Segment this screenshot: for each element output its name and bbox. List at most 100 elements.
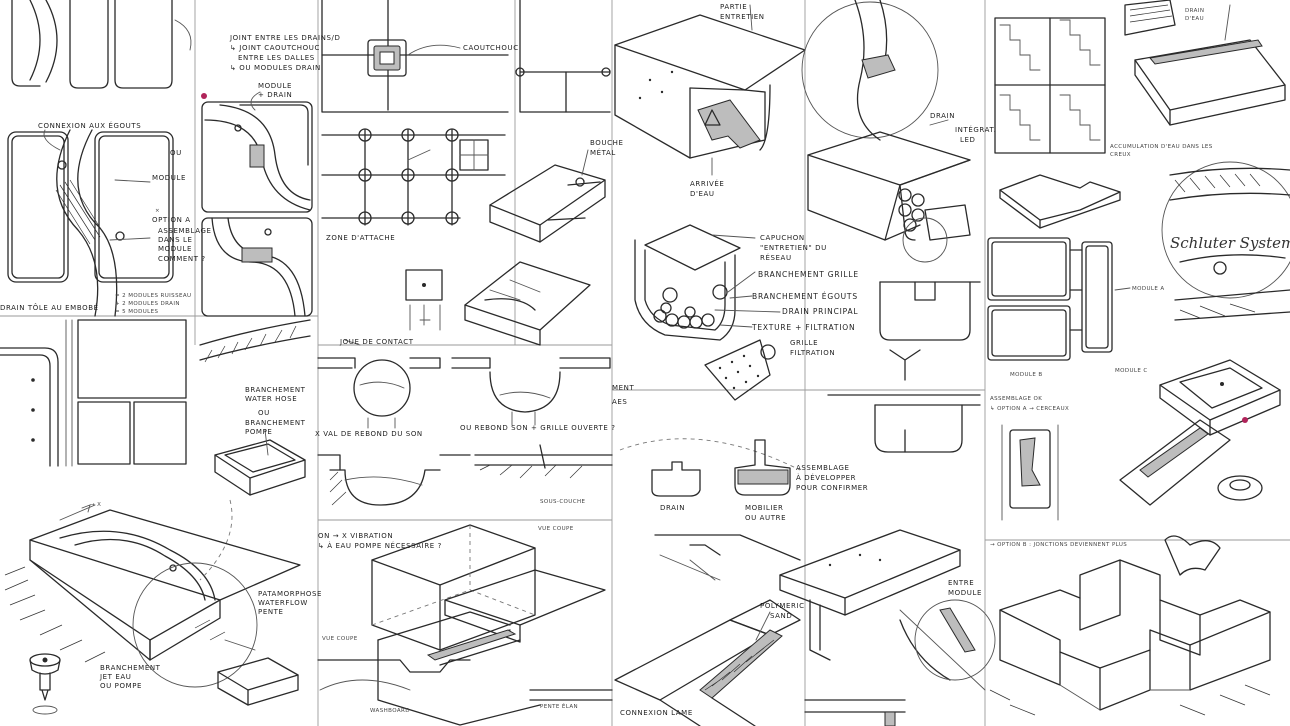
partie-entretien-label-1: PARTIE: [720, 3, 747, 11]
module-c-label: MODULE C: [1115, 368, 1148, 374]
drain-right-label: DRAIN: [930, 112, 955, 120]
modules-total-label: = 5 MODULES: [115, 309, 158, 315]
ou-label: OU: [170, 149, 182, 157]
integrat-led-label-2: LED: [960, 136, 976, 144]
entre-module-label-1: ENTRE: [948, 579, 974, 587]
module-abc-grid: MODULE A MODULE B MODULE C: [987, 237, 1165, 378]
branchement-jet-label-1: BRANCHEMENT: [100, 664, 161, 672]
entre-module-label-2: MODULE: [948, 589, 982, 597]
isometric-strip: ENTRE MODULE: [779, 529, 996, 726]
connexion-lame-label: CONNEXION LAME: [620, 709, 693, 717]
polymeric-label-2: SAND: [770, 612, 792, 620]
connexion-egouts-label: CONNEXION AUX ÉGOUTS: [38, 121, 141, 130]
tile-grid-elevation: [0, 319, 187, 467]
mobilier-label-2: OU AUTRE: [745, 514, 786, 522]
assemblage-dev-label-1: ASSEMBLAGE: [796, 464, 850, 472]
assemblage-label-4: COMMENT ?: [158, 255, 206, 263]
patamorphose-label-1: PATAMORPHOSE: [258, 590, 322, 598]
fountain-basin: [1159, 359, 1281, 501]
assemblage-dev-label-2: À DÉVELOPPER: [796, 473, 856, 482]
aes-label: AES: [612, 398, 627, 406]
module-a-label: MODULE A: [1132, 286, 1165, 292]
branchement-waterhose-label-4: POMPE: [245, 428, 272, 436]
polymeric-label-1: POLYMERIC: [760, 602, 805, 610]
on-vibration-label-2: ↳ À EAU POMPE NÉCESSAIRE ?: [318, 541, 442, 550]
assemblage-ok-label-1: ASSEMBLAGE OK: [990, 396, 1042, 402]
polymeric-sand-paving: POLYMERIC SAND CONNEXION LAME: [614, 599, 805, 726]
drain-cutaway: CAPUCHON "ENTRETIEN" DU RÉSEAU BRANCHEME…: [612, 224, 859, 406]
section-channels: SOUS-COUCHE: [317, 444, 613, 506]
arrivee-eau-label-2: D'EAU: [690, 190, 715, 198]
module-drain-label-2: + DRAIN: [258, 91, 292, 99]
capuchon-label-3: RÉSEAU: [760, 253, 792, 262]
drain-module-plan-top: [11, 0, 192, 89]
drain-module-plan-main: CONNEXION AUX ÉGOUTS MODULE OU × OPTION …: [0, 121, 212, 317]
interlocking-block-iso: [989, 535, 1271, 716]
modules-ruisseau-label: = 2 MODULES RUISSEAU: [115, 293, 191, 299]
vue-coupe-label-2: VUE COUPE: [322, 636, 358, 642]
drain-tole-label: DRAIN TÔLE AU EMBOBÉ: [0, 303, 99, 312]
assemblage-label-1: ASSEMBLAGE: [158, 227, 212, 235]
schluter-text: Schluter System: [1170, 234, 1290, 252]
partie-entretien-label-2: ENTRETIEN: [720, 13, 765, 21]
module-drain-label-1: MODULE: [258, 82, 292, 90]
module-drain-plan: MODULE + DRAIN JOINT ENTRE LES DRAINS/D …: [201, 34, 340, 317]
on-vibration-label-1: ON → X VIBRATION: [318, 532, 393, 540]
joint-label-3: ENTRE LES DALLES: [238, 54, 315, 62]
isometric-slab-waterflow: → X PATAMORPHOSE WATERFLOW PENTE: [4, 499, 322, 688]
branchement-grille-label: BRANCHEMENT GRILLE: [758, 270, 859, 279]
attache-grid: ZONE D'ATTACHE: [321, 128, 506, 242]
interlock-slab: [999, 174, 1121, 229]
capuchon-label-1: CAPUCHON: [760, 234, 805, 242]
arrivee-eau-label-1: ARRIVÉE: [690, 179, 724, 188]
caoutchouc-grid: CAOUTCHOUC: [321, 0, 518, 113]
option-x-label: ×: [155, 208, 160, 214]
drain-top-label-1: DRAIN: [1185, 8, 1204, 14]
drain-mobilier-sections: DRAIN MOBILIER OU AUTRE ASSEMBLAGE À DÉV…: [619, 438, 868, 581]
module-label: MODULE: [152, 174, 186, 182]
assemblage-label-2: DANS LE: [158, 236, 192, 244]
modules-drain-label: + 2 MODULES DRAIN: [115, 301, 180, 307]
stepped-pattern-plan: DRAIN D'EAU ACCUMULATION D'EAU DANS LES …: [994, 0, 1286, 158]
joint-label-2: ↳ JOINT CAOUTCHOUC: [230, 44, 320, 52]
option-a-label: OPTION A: [152, 216, 191, 224]
grille-filtration-label-2: FILTRATION: [790, 349, 835, 357]
maintenance-box: PARTIE ENTRETIEN ARRIVÉE D'EAU: [614, 3, 806, 198]
assemblage-ok-label-2: ↳ OPTION A → CERCEAUX: [990, 405, 1069, 412]
branchement-jet-label-3: OU POMPE: [100, 682, 142, 690]
zone-attache-label: ZONE D'ATTACHE: [326, 234, 395, 242]
option-b-label: → OPTION B : JONCTIONS DEVIENNENT PLUS: [990, 542, 1127, 548]
x-marker: → X: [90, 502, 101, 508]
accumulation-label-2: CREUX: [1110, 152, 1131, 158]
vue-coupe-label-1: VUE COUPE: [538, 526, 574, 532]
drain-principal-label: DRAIN PRINCIPAL: [782, 307, 858, 316]
section-joue-contact: JOUE DE CONTACT X VAL DE REBOND DU SON O…: [315, 338, 616, 438]
bouche-metal-sketch: BOUCHE MÉTAL: [464, 0, 624, 346]
branchement-waterhose-label-3: BRANCHEMENT: [245, 419, 306, 427]
accumulation-label-1: ACCUMULATION D'EAU DANS LES: [1110, 144, 1213, 150]
ou-label-2: OU: [258, 409, 270, 417]
joint-label-1: JOINT ENTRE LES DRAINS/D: [229, 34, 340, 42]
small-detail-column2: [405, 269, 443, 331]
texture-filtration-label: TEXTURE + FILTRATION: [751, 323, 855, 332]
ment-label: MENT: [612, 384, 634, 392]
sous-couche-label: SOUS-COUCHE: [540, 499, 585, 505]
drain-top-label-2: D'EAU: [1185, 16, 1204, 22]
drain-led-module: DRAIN INTÉGRAT. LED: [801, 0, 996, 381]
pump-basin-sketch: BRANCHEMENT WATER HOSE OU BRANCHEMENT PO…: [199, 319, 311, 706]
capuchon-label-2: "ENTRETIEN" DU: [760, 244, 827, 252]
module-b-label: MODULE B: [1010, 372, 1043, 378]
integrat-led-label-1: INTÉGRAT.: [955, 125, 996, 134]
schluter-system-photo-sketch: Schluter System: [1161, 161, 1290, 321]
grille-filtration-label-1: GRILLE: [790, 339, 818, 347]
assemblage-dev-label-3: POUR CONFIRMER: [796, 484, 868, 492]
assemblage-ok-sketch: ASSEMBLAGE OK ↳ OPTION A → CERCEAUX → OP…: [990, 396, 1231, 548]
mobilier-label-1: MOBILIER: [745, 504, 783, 512]
bouche-metal-label-1: BOUCHE: [590, 139, 624, 147]
jet-eau-connector: BRANCHEMENT JET EAU OU POMPE: [29, 653, 161, 715]
ou-rebond-label: OU REBOND SON + GRILLE OUVERTE ?: [460, 424, 616, 432]
joue-contact-label: JOUE DE CONTACT: [339, 338, 414, 346]
